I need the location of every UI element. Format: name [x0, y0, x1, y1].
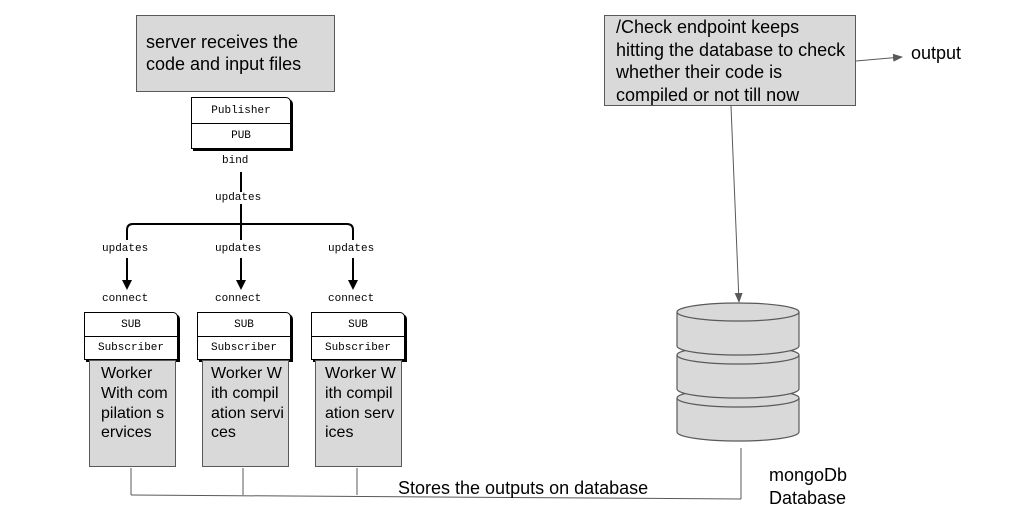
- output-label: output: [911, 43, 962, 63]
- worker-box-3: Worker With compilation services: [315, 360, 402, 467]
- subscriber-title-1: Subscriber: [85, 336, 177, 358]
- updates-arrowhead-1: [122, 280, 132, 290]
- database-name-line2: Database: [769, 488, 847, 508]
- server-box-text: server receives the code and input files: [146, 32, 302, 74]
- db-query-arrow: [730, 105, 743, 303]
- publisher-title: Publisher: [211, 104, 271, 117]
- worker-text-3: Worker With compilation services: [325, 365, 396, 442]
- check-endpoint-box: /Check endpoint keeps hitting the databa…: [604, 15, 856, 106]
- connect-label-2: connect: [214, 293, 263, 305]
- worker-box-2: Worker With compilation services: [202, 360, 289, 467]
- worker-text-1: Worker With compilation services: [101, 365, 168, 442]
- output-arrow: [855, 53, 903, 62]
- worker-box-1: Worker With compilation services: [89, 360, 176, 467]
- server-box: server receives the code and input files: [136, 15, 335, 92]
- stores-label: Stores the outputs on database: [398, 478, 649, 498]
- subscriber-title-2: Subscriber: [198, 336, 290, 358]
- updates-trunk-label: updates: [214, 192, 263, 204]
- updates-branch-label-1: updates: [101, 243, 150, 255]
- subscriber-block-3: SUB Subscriber: [311, 312, 405, 360]
- database-icon: [676, 302, 800, 442]
- subscriber-socket-3: SUB: [348, 318, 368, 331]
- subscriber-socket-1: SUB: [121, 318, 141, 331]
- subscriber-socket-2: SUB: [234, 318, 254, 331]
- worker-text-2: Worker With compilation services: [211, 365, 284, 442]
- subscriber-block-1: SUB Subscriber: [84, 312, 178, 360]
- updates-branch-label-2: updates: [214, 243, 263, 255]
- store-line-horizontal: [130, 494, 742, 500]
- check-endpoint-text: /Check endpoint keeps hitting the databa…: [616, 17, 846, 105]
- updates-arrowhead-2: [236, 280, 246, 290]
- publisher-socket: PUB: [192, 123, 290, 147]
- publisher-block: Publisher PUB: [191, 97, 291, 149]
- bind-label: bind: [221, 155, 250, 167]
- connect-label-1: connect: [101, 293, 150, 305]
- database-name-line1: mongoDb: [769, 465, 848, 485]
- subscriber-title-3: Subscriber: [312, 336, 404, 358]
- updates-branch-label-3: updates: [327, 243, 376, 255]
- subscriber-block-2: SUB Subscriber: [197, 312, 291, 360]
- updates-arrowhead-3: [348, 280, 358, 290]
- connect-label-3: connect: [327, 293, 376, 305]
